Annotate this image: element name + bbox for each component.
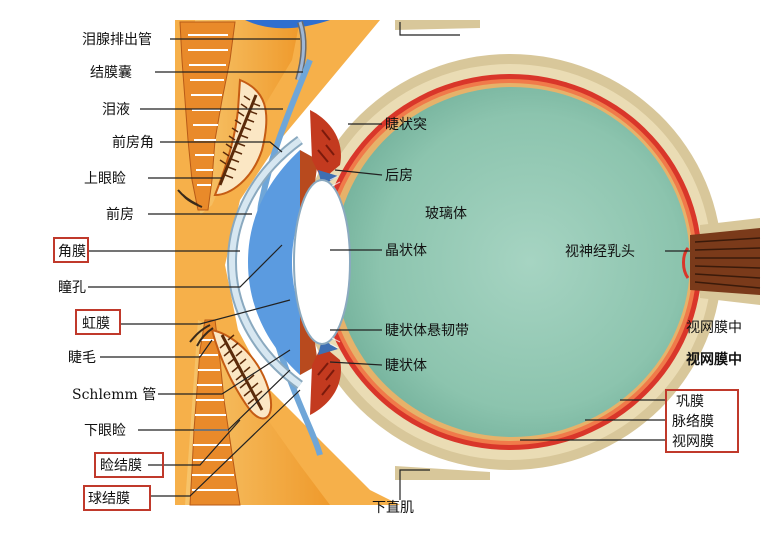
label-choroid: 脉络膜 <box>672 414 714 430</box>
eyeball <box>298 54 722 470</box>
cornea-shape <box>226 135 303 390</box>
label-ciliary-body: 睫状体 <box>385 358 427 374</box>
label-anterior-chamber: 前房 <box>106 206 134 223</box>
label-pupil: 瞳孔 <box>58 279 86 296</box>
upper-eyelid <box>177 21 268 211</box>
lacrimal-duct <box>245 20 330 81</box>
label-lacrimal-duct: 泪腺排出管 <box>82 32 152 48</box>
label-cornea: 角膜 <box>58 244 86 260</box>
label-ciliary-process: 睫状突 <box>385 117 427 133</box>
anterior-chamber-shape <box>248 150 305 375</box>
label-inferior-rectus: 下直肌 <box>372 499 414 516</box>
label-retina-center-1: 视网膜中 <box>686 320 742 336</box>
labels: 泪腺排出管 结膜囊 泪液 前房角 上眼睑 前房 角膜 瞳孔 虹膜 睫毛 Schl… <box>58 32 742 516</box>
label-vitreous-body: 玻璃体 <box>425 205 467 222</box>
inferior-rectus-shape <box>395 466 490 480</box>
label-zonular-fibers: 睫状体悬韧带 <box>385 323 469 339</box>
label-boxes <box>53 237 739 511</box>
optic-nerve <box>682 218 761 305</box>
label-conjunctival-sac: 结膜囊 <box>90 64 132 81</box>
label-sclera: 巩膜 <box>676 394 704 410</box>
label-upper-eyelid: 上眼睑 <box>84 171 126 187</box>
lens-shape <box>293 179 351 345</box>
iris-upper <box>300 150 318 210</box>
lower-eyelid <box>189 319 273 506</box>
label-optic-disc: 视神经乳头 <box>565 244 635 260</box>
superior-rectus <box>395 20 480 30</box>
label-lens: 晶状体 <box>385 243 427 259</box>
label-iris: 虹膜 <box>82 316 110 332</box>
label-anterior-chamber-angle: 前房角 <box>112 134 154 151</box>
label-posterior-chamber: 后房 <box>385 168 413 184</box>
label-schlemm-canal: Schlemm 管 <box>72 387 156 403</box>
label-bulbar-conjunctiva: 球结膜 <box>88 491 130 507</box>
label-tear-fluid: 泪液 <box>102 102 130 118</box>
label-palpebral-conjunctiva: 睑结膜 <box>100 458 142 474</box>
label-retina-center-2: 视网膜中 <box>686 351 742 368</box>
label-lower-eyelid: 下眼睑 <box>84 423 126 439</box>
leader-lines <box>88 22 690 500</box>
label-eyelash: 睫毛 <box>68 350 96 366</box>
iris-lower <box>300 315 318 375</box>
label-retina: 视网膜 <box>672 434 714 450</box>
zonule-lines <box>329 175 341 349</box>
